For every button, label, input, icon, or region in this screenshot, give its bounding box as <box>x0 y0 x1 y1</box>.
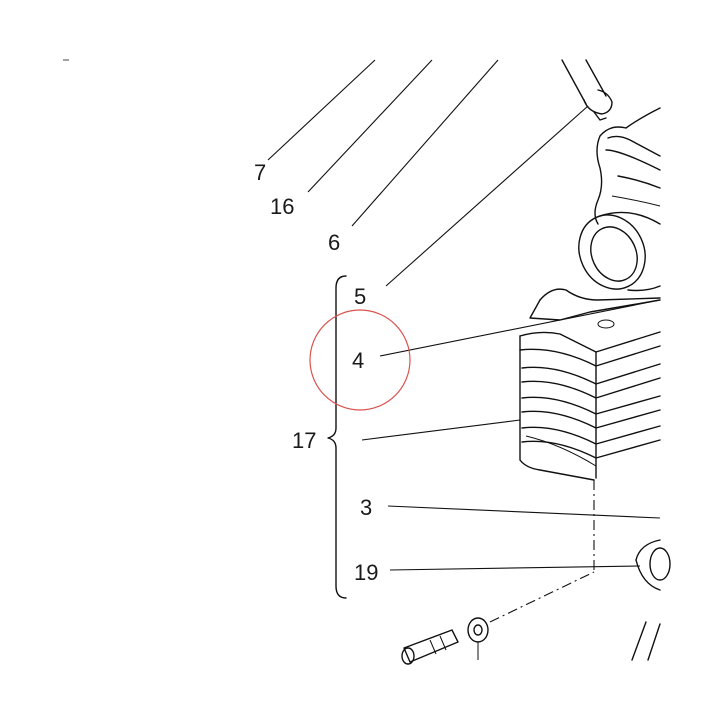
leader-4 <box>379 299 661 357</box>
callout-5: 5 <box>354 284 366 309</box>
leader-3 <box>387 505 661 519</box>
washer <box>467 617 489 660</box>
highlight-circle <box>309 309 411 411</box>
callout-16: 16 <box>270 194 294 219</box>
lower-component <box>631 539 671 661</box>
cylinder-barrel <box>519 331 661 481</box>
bolt <box>401 629 459 665</box>
callout-17: 17 <box>292 428 316 453</box>
callout-7: 7 <box>254 160 266 185</box>
cylinder-head <box>529 107 661 329</box>
leader-5 <box>385 105 589 287</box>
callout-labels: 7 16 6 5 4 17 3 19 <box>254 160 378 585</box>
spark-plug <box>561 59 613 121</box>
leader-16 <box>307 59 433 193</box>
leader-17 <box>361 419 521 441</box>
callout-19: 19 <box>354 560 378 585</box>
callout-3: 3 <box>360 495 372 520</box>
axis-bolt <box>489 571 595 623</box>
group-bracket-17 <box>327 275 347 599</box>
leader-19 <box>389 565 641 571</box>
leader-6 <box>351 59 499 227</box>
engine-parts-drawing <box>401 59 671 665</box>
callout-6: 6 <box>328 230 340 255</box>
callout-4: 4 <box>352 348 364 373</box>
leader-lines <box>267 59 661 571</box>
leader-7 <box>267 59 376 161</box>
